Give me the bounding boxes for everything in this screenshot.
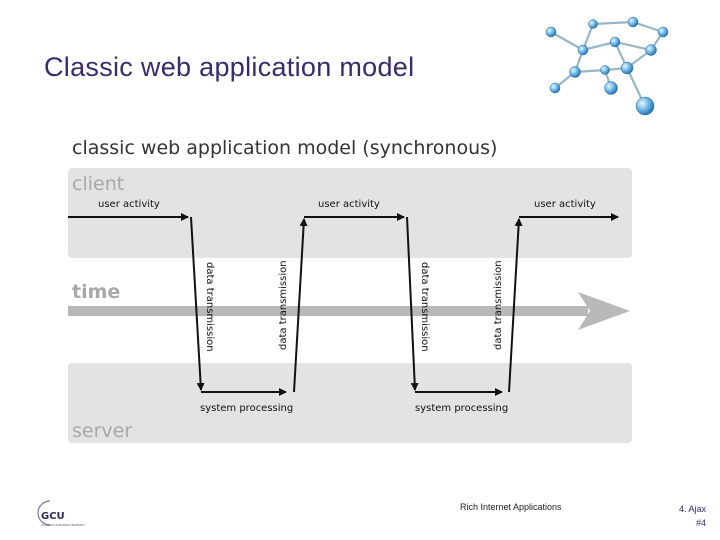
transmission-down-arrow-2 (406, 216, 419, 391)
data-transmission-label-1: data transmission (204, 262, 215, 352)
synchronous-model-diagram: classic web application model (synchrono… (68, 137, 632, 443)
data-transmission-label-4: data transmission (493, 260, 504, 350)
server-lane (68, 363, 632, 443)
diagram-heading: classic web application model (synchrono… (72, 137, 497, 159)
footer-slide-info: 4. Ajax #4 (679, 502, 706, 530)
server-lane-label: server (72, 420, 132, 442)
transmission-up-arrow-2 (508, 218, 523, 393)
client-lane (68, 168, 632, 258)
molecule-graphic (545, 16, 669, 116)
footer-page-number: #4 (695, 518, 706, 528)
time-label: time (72, 281, 120, 303)
university-logo-subtext: GLASGOW CALEDONIAN UNIVERSITY (41, 524, 86, 527)
time-arrowhead (578, 292, 630, 330)
transmission-up-arrow-1 (293, 218, 308, 393)
time-bar (68, 306, 588, 316)
system-processing-label-1: system processing (200, 403, 293, 414)
data-transmission-label-3: data transmission (419, 262, 430, 352)
footer-course-title: Rich Internet Applications (460, 502, 562, 512)
university-logo-text: GCU (41, 511, 65, 522)
user-activity-label-2: user activity (318, 199, 380, 210)
slide-title: Classic web application model (44, 52, 415, 82)
client-lane-label: client (72, 173, 124, 195)
user-activity-label-1: user activity (98, 199, 160, 210)
data-transmission-label-2: data transmission (278, 260, 289, 350)
system-processing-label-2: system processing (415, 403, 508, 414)
footer-section: 4. Ajax (678, 504, 706, 514)
university-logo: GCU GLASGOW CALEDONIAN UNIVERSITY (37, 500, 86, 527)
user-activity-label-3: user activity (534, 199, 596, 210)
transmission-down-arrow-1 (190, 216, 205, 391)
